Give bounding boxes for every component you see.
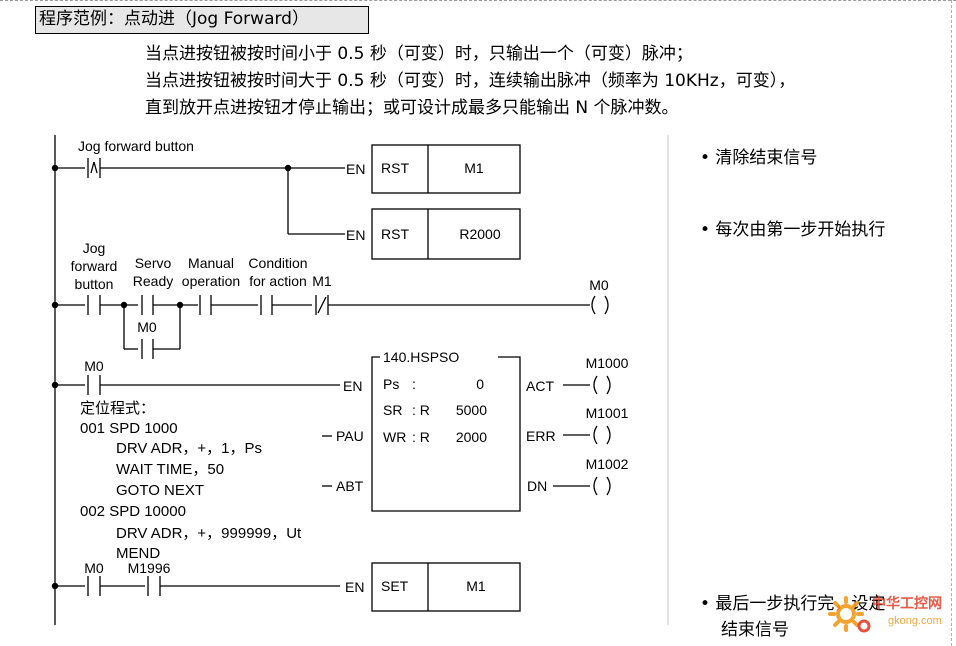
hspso-in-pau: PAU [336, 428, 364, 444]
program-line-6: DRV ADR，+，999999，Ut [116, 525, 302, 542]
coil-m1002-label: M1002 [586, 456, 629, 472]
manual-label-line1: Manual [188, 255, 234, 271]
intro-line-1: 当点进按钮被按时间小于 0.5 秒（可变）时，只输出一个（可变）脉冲； [145, 44, 693, 64]
small-gear-icon [857, 619, 871, 633]
jog-label-line3: button [75, 276, 114, 292]
note-start-from-first-step: • 每次由第一步开始执行 [700, 220, 886, 240]
rst-operand-1: M1 [464, 160, 484, 176]
servo-ready-contact [141, 295, 154, 315]
coil-m1000-label: M1000 [586, 355, 629, 371]
set-op: SET [381, 578, 409, 594]
condition-label-line2: for action [249, 273, 307, 289]
param-wr-name: WR [383, 429, 406, 445]
m0-coil-label: M0 [589, 277, 609, 293]
hspso-in-abt: ABT [336, 478, 364, 494]
hspso-name: 140.HSPSO [383, 349, 459, 365]
program-line-5: 002 SPD 10000 [80, 503, 186, 520]
intro-line-3: 直到放开点进按钮才停止输出；或可设计成最多只能输出 N 个脉冲数。 [145, 98, 679, 118]
manual-label-line2: operation [182, 273, 240, 289]
rst-m1-block [371, 144, 521, 194]
rst-operand-2: R2000 [459, 226, 500, 242]
servo-label-line1: Servo [135, 255, 172, 271]
gkong-watermark: 中华工控网 gkong.com [828, 595, 942, 633]
rst-op-2: RST [381, 226, 409, 242]
jog-label-line2: forward [71, 258, 118, 274]
param-ps-value: 0 [476, 376, 484, 392]
param-ps-sep: : [412, 376, 416, 392]
manual-operation-contact [199, 295, 212, 315]
set-operand: M1 [466, 578, 486, 594]
condition-label-line1: Condition [248, 255, 307, 271]
param-sr-sep: : R [412, 402, 430, 418]
intro-line-2: 当点进按钮被按时间大于 0.5 秒（可变）时，连续输出脉冲（频率为 10KHz，… [145, 71, 796, 91]
m0-coil-left [591, 295, 596, 315]
en-label-1: EN [346, 161, 365, 177]
jog-forward-contact-2 [87, 295, 101, 315]
program-line-3: WAIT TIME，50 [116, 461, 224, 478]
hspso-in-en: EN [343, 378, 362, 394]
param-wr-sep: : R [412, 429, 430, 445]
m1996-label: M1996 [128, 560, 171, 576]
servo-label-line2: Ready [133, 273, 173, 289]
m0-label-rung4: M0 [84, 560, 104, 576]
hspso-block [371, 356, 521, 512]
m1-nc-contact [315, 295, 329, 315]
jog-label-line1: Jog [83, 240, 106, 256]
rst-r2000-block [371, 208, 521, 260]
param-sr-name: SR [383, 402, 402, 418]
m0-parallel-label: M0 [137, 319, 157, 335]
m0-contact-rung3 [87, 375, 101, 395]
program-line-7: MEND [116, 545, 160, 562]
hspso-out-act: ACT [526, 378, 554, 394]
m0-parallel-contact [141, 339, 154, 359]
en-label-2: EN [346, 227, 365, 243]
hspso-out-err: ERR [526, 428, 556, 444]
m1-nc-label: M1 [312, 273, 332, 289]
note-clear-end-signal: • 清除结束信号 [700, 148, 818, 168]
jog-forward-label: Jog forward button [78, 138, 194, 154]
param-ps-name: Ps [383, 376, 399, 392]
m0-label-rung3: M0 [84, 358, 104, 374]
watermark-domain: gkong.com [888, 615, 942, 627]
top-dashed-border [0, 0, 956, 4]
rst-op-1: RST [381, 160, 409, 176]
title-box [35, 6, 369, 34]
program-heading: 定位程式： [80, 400, 155, 417]
watermark-brand: 中华工控网 [872, 595, 942, 611]
right-dashed-border [951, 0, 954, 646]
param-sr-value: 5000 [456, 402, 487, 418]
hspso-out-dn: DN [527, 478, 547, 494]
condition-contact [260, 295, 273, 315]
m1996-contact [147, 576, 161, 596]
param-wr-value: 2000 [456, 429, 487, 445]
program-line-1: 001 SPD 1000 [80, 420, 178, 437]
gear-logo-icon [828, 596, 864, 632]
coil-m1001-label: M1001 [586, 405, 629, 421]
en-label-set: EN [345, 579, 364, 595]
program-line-2: DRV ADR，+，1，Ps [116, 440, 262, 457]
note-end-signal: 结束信号 [721, 620, 789, 640]
m0-contact-rung4 [87, 576, 101, 596]
set-m1-block [371, 562, 521, 612]
program-line-4: GOTO NEXT [116, 482, 204, 499]
page-title: 程序范例：点动进（Jog Forward） [39, 9, 309, 29]
m0-coil-right [604, 295, 609, 315]
jog-forward-rising-contact [87, 158, 101, 178]
